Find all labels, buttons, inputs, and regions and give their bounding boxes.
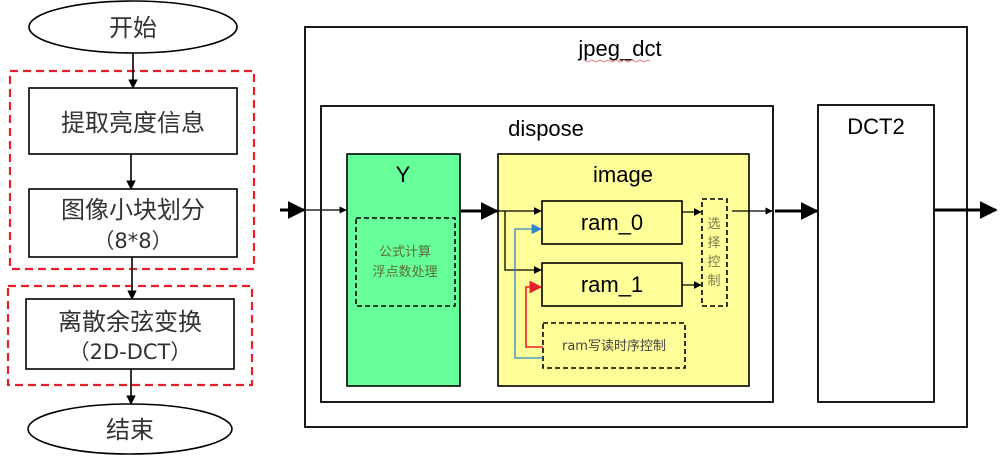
transform-group [6,284,254,387]
step-extract-luma [28,87,238,155]
spellcheck-underline [585,59,651,63]
formula-calc-block [355,217,456,307]
module-dct2-title: DCT2 [847,114,904,139]
select-control-char-2: 控 [707,255,720,270]
formula-calc-line2: 浮点数处理 [372,265,437,280]
arrow-to-ram-1 [504,211,542,274]
step-dct [25,298,235,370]
start-label: 开始 [109,14,157,42]
module-y [346,153,461,387]
module-dct2 [817,104,935,403]
step-extract-luma-label: 提取亮度信息 [61,109,205,137]
step-dct-line2: （2D-DCT） [69,340,192,364]
step-block-split-line2: （8*8） [93,229,172,253]
flowchart: 开始 提取亮度信息 图像小块划分 （8*8） 离散余弦变换 （2D-DCT） 结… [6,0,256,455]
ram-rw-timing-control-block [542,322,686,369]
select-control-char-3: 制 [707,274,720,289]
formula-calc-line1: 公式计算 [379,245,431,260]
end-label: 结束 [106,416,154,444]
module-image-title: image [593,162,653,187]
ram-rw-timing-control-label: ram写读时序控制 [562,339,666,354]
module-dispose-title: dispose [508,116,584,141]
module-jpeg-dct-title: jpeg_dct [577,36,661,61]
ram-1-label: ram_1 [581,272,643,297]
ram-0-label: ram_0 [581,210,643,235]
step-block-split-line1: 图像小块划分 [61,196,205,224]
select-control-char-1: 择 [707,236,720,251]
end-terminal [27,403,233,455]
red-ctrl-to-ram-1 [525,280,543,348]
block-diagram: jpeg_dct dispose Y 公式计算 浮点数处理 image ram_… [280,26,998,428]
step-block-split [28,188,238,258]
blue-ctrl-to-ram-0 [514,223,543,359]
step-dct-line1: 离散余弦变换 [58,308,202,336]
module-y-title: Y [396,162,411,187]
select-control-block [701,198,728,307]
select-control-char-0: 选 [707,217,720,232]
ram-0-block [541,200,683,245]
